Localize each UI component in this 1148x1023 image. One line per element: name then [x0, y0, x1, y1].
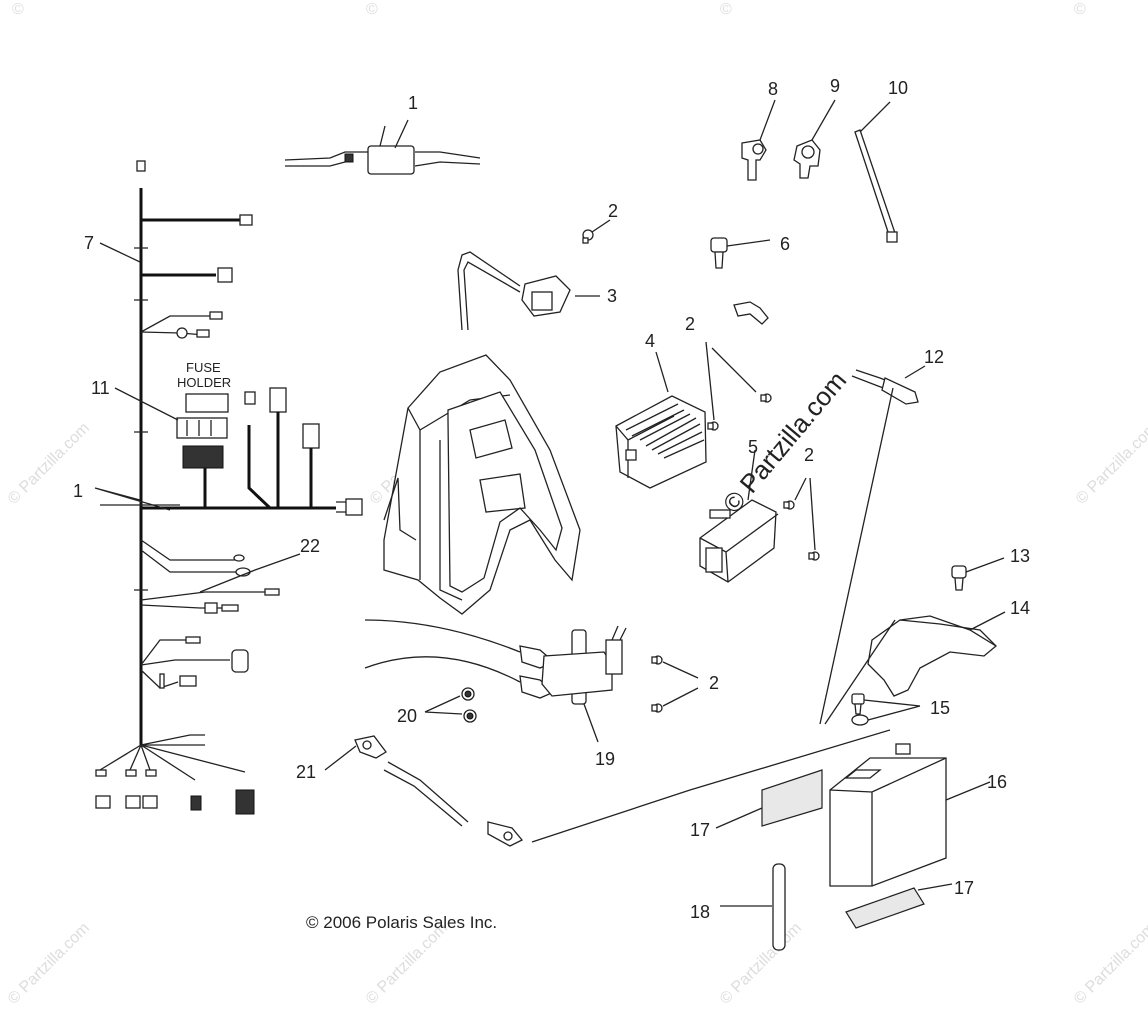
- callout-15: 15: [930, 698, 950, 718]
- screws-middle: [705, 341, 772, 431]
- fuse-holder-label-line1: FUSE: [186, 360, 221, 375]
- part-19-solenoid: [364, 619, 627, 743]
- copyright-text: © 2006 Polaris Sales Inc.: [306, 913, 497, 932]
- part-13-bolt: [951, 557, 1005, 591]
- part-20-nuts: [424, 687, 477, 723]
- part-15-hardware: [851, 693, 921, 726]
- callout-numbers: 1 1 2 2 2 2 3 4 5 6 7 8 9 10 11 12 13 14…: [73, 76, 1030, 922]
- harness-main-connector: [345, 498, 363, 516]
- callout-21: 21: [296, 762, 316, 782]
- callout-2-right: 2: [804, 445, 814, 465]
- part-14-bracket: [824, 611, 1006, 725]
- part-17-decals: [715, 769, 953, 929]
- fuse-block: [182, 445, 224, 469]
- leader-lines: [94, 242, 301, 593]
- callout-2-lower: 2: [709, 673, 719, 693]
- watermark-small: © Partzilla.com: [363, 920, 451, 1008]
- callout-16: 16: [987, 772, 1007, 792]
- callout-18: 18: [690, 902, 710, 922]
- harness-plug-a: [269, 387, 287, 413]
- callout-9: 9: [830, 76, 840, 96]
- fuse-holder-cover: [185, 393, 229, 413]
- wiring-harness: FUSE HOLDER: [95, 160, 363, 815]
- watermark-small: © Partzilla.com: [5, 920, 93, 1008]
- part-21-battery-cable: [324, 729, 891, 847]
- callout-13: 13: [1010, 546, 1030, 566]
- callout-12: 12: [924, 347, 944, 367]
- fuse-holder-label-line2: HOLDER: [177, 375, 231, 390]
- harness-connector-upper-1: [239, 214, 253, 226]
- callout-5: 5: [748, 437, 758, 457]
- callout-19: 19: [595, 749, 615, 769]
- callout-8: 8: [768, 79, 778, 99]
- callout-4: 4: [645, 331, 655, 351]
- callout-7: 7: [84, 233, 94, 253]
- callout-10: 10: [888, 78, 908, 98]
- part-12-cable-end: [733, 301, 926, 405]
- part-10-cable-tie: [854, 101, 898, 243]
- callout-14: 14: [1010, 598, 1030, 618]
- watermark-small: © Partzilla.com: [1073, 420, 1148, 508]
- harness-bottom-plug-1: [95, 795, 111, 809]
- part-6-bolt: [710, 237, 771, 269]
- callout-11: 11: [91, 378, 110, 398]
- watermark-symbol: ©: [720, 1, 732, 18]
- screw-upper: [582, 219, 611, 244]
- callout-2-middle: 2: [685, 314, 695, 334]
- watermark-symbol: ©: [366, 1, 378, 18]
- harness-round-connector: [231, 649, 249, 673]
- harness-plug-b: [302, 423, 320, 449]
- part-9-clamp: [793, 99, 836, 179]
- screws-right: [783, 477, 820, 561]
- part-3-sensor: [457, 251, 600, 331]
- callout-1-top: 1: [408, 93, 418, 113]
- callout-3: 3: [607, 286, 617, 306]
- callout-22: 22: [300, 536, 320, 556]
- fuse-holder-body: [176, 417, 228, 439]
- mounting-plate: [383, 354, 581, 615]
- callout-20: 20: [397, 706, 417, 726]
- callout-17-left: 17: [690, 820, 710, 840]
- part-4-regulator: [615, 351, 707, 489]
- watermark-symbol: ©: [12, 1, 24, 18]
- callout-17-right: 17: [954, 878, 974, 898]
- harness-connector-upper-2: [217, 267, 233, 283]
- part-16-battery: [819, 387, 991, 887]
- watermark-small: © Partzilla.com: [1071, 920, 1148, 1008]
- watermark-small: © Partzilla.com: [717, 920, 805, 1008]
- harness-bottom-plug-large: [235, 789, 255, 815]
- part-18-vent-tube: [720, 863, 786, 951]
- callout-2-upper: 2: [608, 201, 618, 221]
- harness-terminal: [209, 311, 223, 320]
- harness-top-connector: [136, 160, 146, 172]
- part-5-cdi-box: [699, 449, 779, 583]
- part-1-connector: [284, 119, 481, 175]
- watermark-symbol: ©: [1074, 1, 1086, 18]
- part-8-clip: [741, 99, 776, 181]
- callout-1-left: 1: [73, 481, 83, 501]
- watermark-main: © Partzilla.com: [717, 365, 853, 518]
- callout-6: 6: [780, 234, 790, 254]
- screws-solenoid: [651, 655, 699, 713]
